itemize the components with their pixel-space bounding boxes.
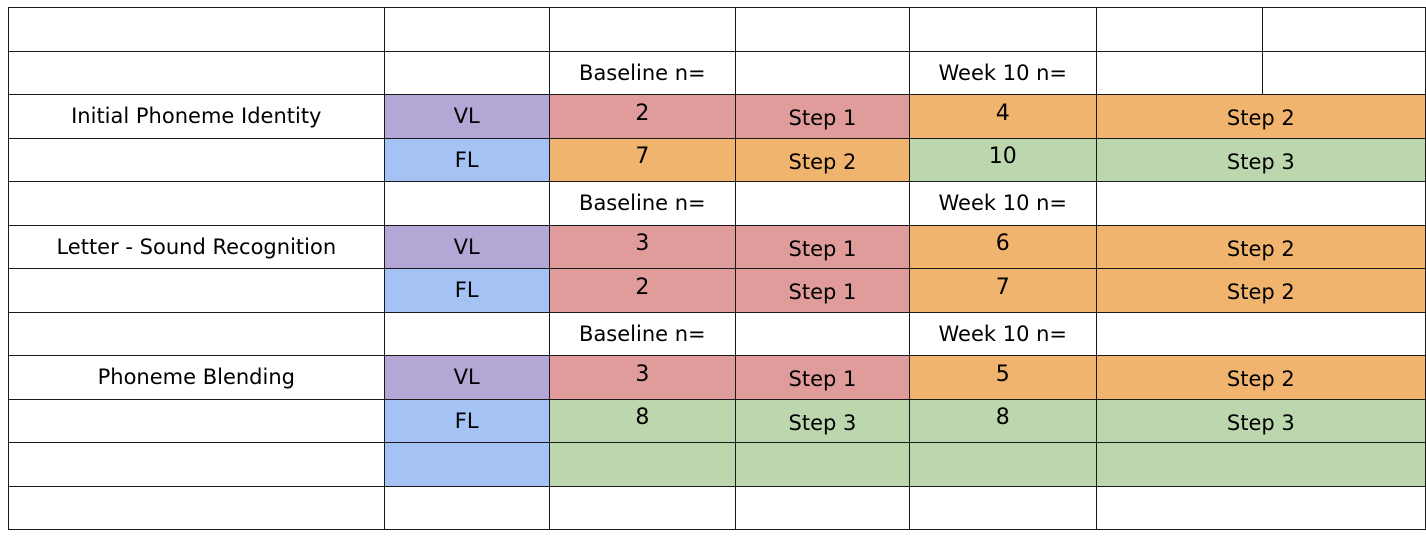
baseline-step[interactable]: Step 2 [735, 137, 910, 182]
table-cell[interactable] [908, 442, 1097, 487]
table-cell[interactable] [8, 485, 385, 530]
table-cell[interactable] [1095, 311, 1426, 356]
group-fl[interactable]: FL [383, 268, 550, 313]
table-cell[interactable] [735, 311, 910, 356]
week10-step[interactable]: Step 3 [1095, 137, 1426, 182]
table-cell[interactable] [1095, 50, 1264, 95]
skill-label[interactable]: Initial Phoneme Identity [8, 94, 385, 139]
table-row: FL 8 Step 3 8 Step 3 [8, 398, 1426, 443]
table-cell[interactable] [735, 50, 910, 95]
table-cell[interactable] [383, 7, 550, 52]
table-cell[interactable] [8, 137, 385, 182]
baseline-value[interactable]: 2 [548, 94, 737, 139]
table-cell[interactable] [8, 268, 385, 313]
baseline-step[interactable]: Step 1 [735, 355, 910, 400]
baseline-value[interactable]: 2 [548, 268, 737, 313]
baseline-step[interactable]: Step 1 [735, 224, 910, 269]
group-vl[interactable]: VL [383, 355, 550, 400]
table-cell[interactable] [383, 50, 550, 95]
week10-step[interactable]: Step 2 [1095, 355, 1426, 400]
table-cell[interactable] [548, 485, 737, 530]
table-cell[interactable] [735, 485, 910, 530]
week10-step[interactable]: Step 2 [1095, 224, 1426, 269]
week10-value[interactable]: 5 [908, 355, 1097, 400]
table-cell[interactable] [383, 442, 550, 487]
table-cell[interactable] [1095, 7, 1264, 52]
table-cell[interactable] [8, 7, 385, 52]
table-cell[interactable] [1095, 485, 1426, 530]
table-cell[interactable] [1262, 50, 1426, 95]
baseline-step[interactable]: Step 1 [735, 94, 910, 139]
table-row: Phoneme Blending VL 3 Step 1 5 Step 2 [8, 355, 1426, 400]
week10-header[interactable]: Week 10 n= [908, 50, 1097, 95]
table-row: FL 2 Step 1 7 Step 2 [8, 268, 1426, 313]
table-cell[interactable] [735, 7, 910, 52]
table-cell[interactable] [908, 485, 1097, 530]
table-cell[interactable] [735, 181, 910, 226]
table-row: Initial Phoneme Identity VL 2 Step 1 4 S… [8, 94, 1426, 139]
table-cell[interactable] [548, 7, 737, 52]
week10-step[interactable]: Step 2 [1095, 268, 1426, 313]
baseline-step[interactable]: Step 1 [735, 268, 910, 313]
baseline-value[interactable]: 8 [548, 398, 737, 443]
baseline-value[interactable]: 3 [548, 224, 737, 269]
baseline-value[interactable]: 3 [548, 355, 737, 400]
group-vl[interactable]: VL [383, 94, 550, 139]
week10-header[interactable]: Week 10 n= [908, 311, 1097, 356]
group-fl[interactable]: FL [383, 398, 550, 443]
week10-step[interactable]: Step 3 [1095, 398, 1426, 443]
table-cell[interactable] [8, 442, 385, 487]
table-cell[interactable] [735, 442, 910, 487]
week10-header[interactable]: Week 10 n= [908, 181, 1097, 226]
table-cell[interactable] [383, 181, 550, 226]
table-cell[interactable] [548, 442, 737, 487]
table-cell[interactable] [8, 181, 385, 226]
table-cell[interactable] [908, 7, 1097, 52]
table-cell[interactable] [1095, 442, 1426, 487]
week10-value[interactable]: 4 [908, 94, 1097, 139]
baseline-value[interactable]: 7 [548, 137, 737, 182]
table-row [8, 442, 1426, 487]
baseline-header[interactable]: Baseline n= [548, 50, 737, 95]
baseline-header[interactable]: Baseline n= [548, 311, 737, 356]
week10-value[interactable]: 8 [908, 398, 1097, 443]
table-cell[interactable] [383, 485, 550, 530]
skill-label[interactable]: Phoneme Blending [8, 355, 385, 400]
table-row: Baseline n= Week 10 n= [8, 50, 1426, 95]
baseline-header[interactable]: Baseline n= [548, 181, 737, 226]
table-row: Letter - Sound Recognition VL 3 Step 1 6… [8, 224, 1426, 269]
week10-step[interactable]: Step 2 [1095, 94, 1426, 139]
table-row: FL 7 Step 2 10 Step 3 [8, 137, 1426, 182]
week10-value[interactable]: 10 [908, 137, 1097, 182]
table-cell[interactable] [1095, 181, 1426, 226]
baseline-step[interactable]: Step 3 [735, 398, 910, 443]
table-cell[interactable] [1262, 7, 1426, 52]
table-row [8, 7, 1426, 52]
table-cell[interactable] [8, 398, 385, 443]
group-vl[interactable]: VL [383, 224, 550, 269]
table-row: Baseline n= Week 10 n= [8, 311, 1426, 356]
results-table: Baseline n= Week 10 n= Initial Phoneme I… [8, 7, 1426, 530]
week10-value[interactable]: 6 [908, 224, 1097, 269]
table-row: Baseline n= Week 10 n= [8, 181, 1426, 226]
week10-value[interactable]: 7 [908, 268, 1097, 313]
table-cell[interactable] [8, 311, 385, 356]
table-row [8, 485, 1426, 530]
table-cell[interactable] [8, 50, 385, 95]
group-fl[interactable]: FL [383, 137, 550, 182]
skill-label[interactable]: Letter - Sound Recognition [8, 224, 385, 269]
table-cell[interactable] [383, 311, 550, 356]
